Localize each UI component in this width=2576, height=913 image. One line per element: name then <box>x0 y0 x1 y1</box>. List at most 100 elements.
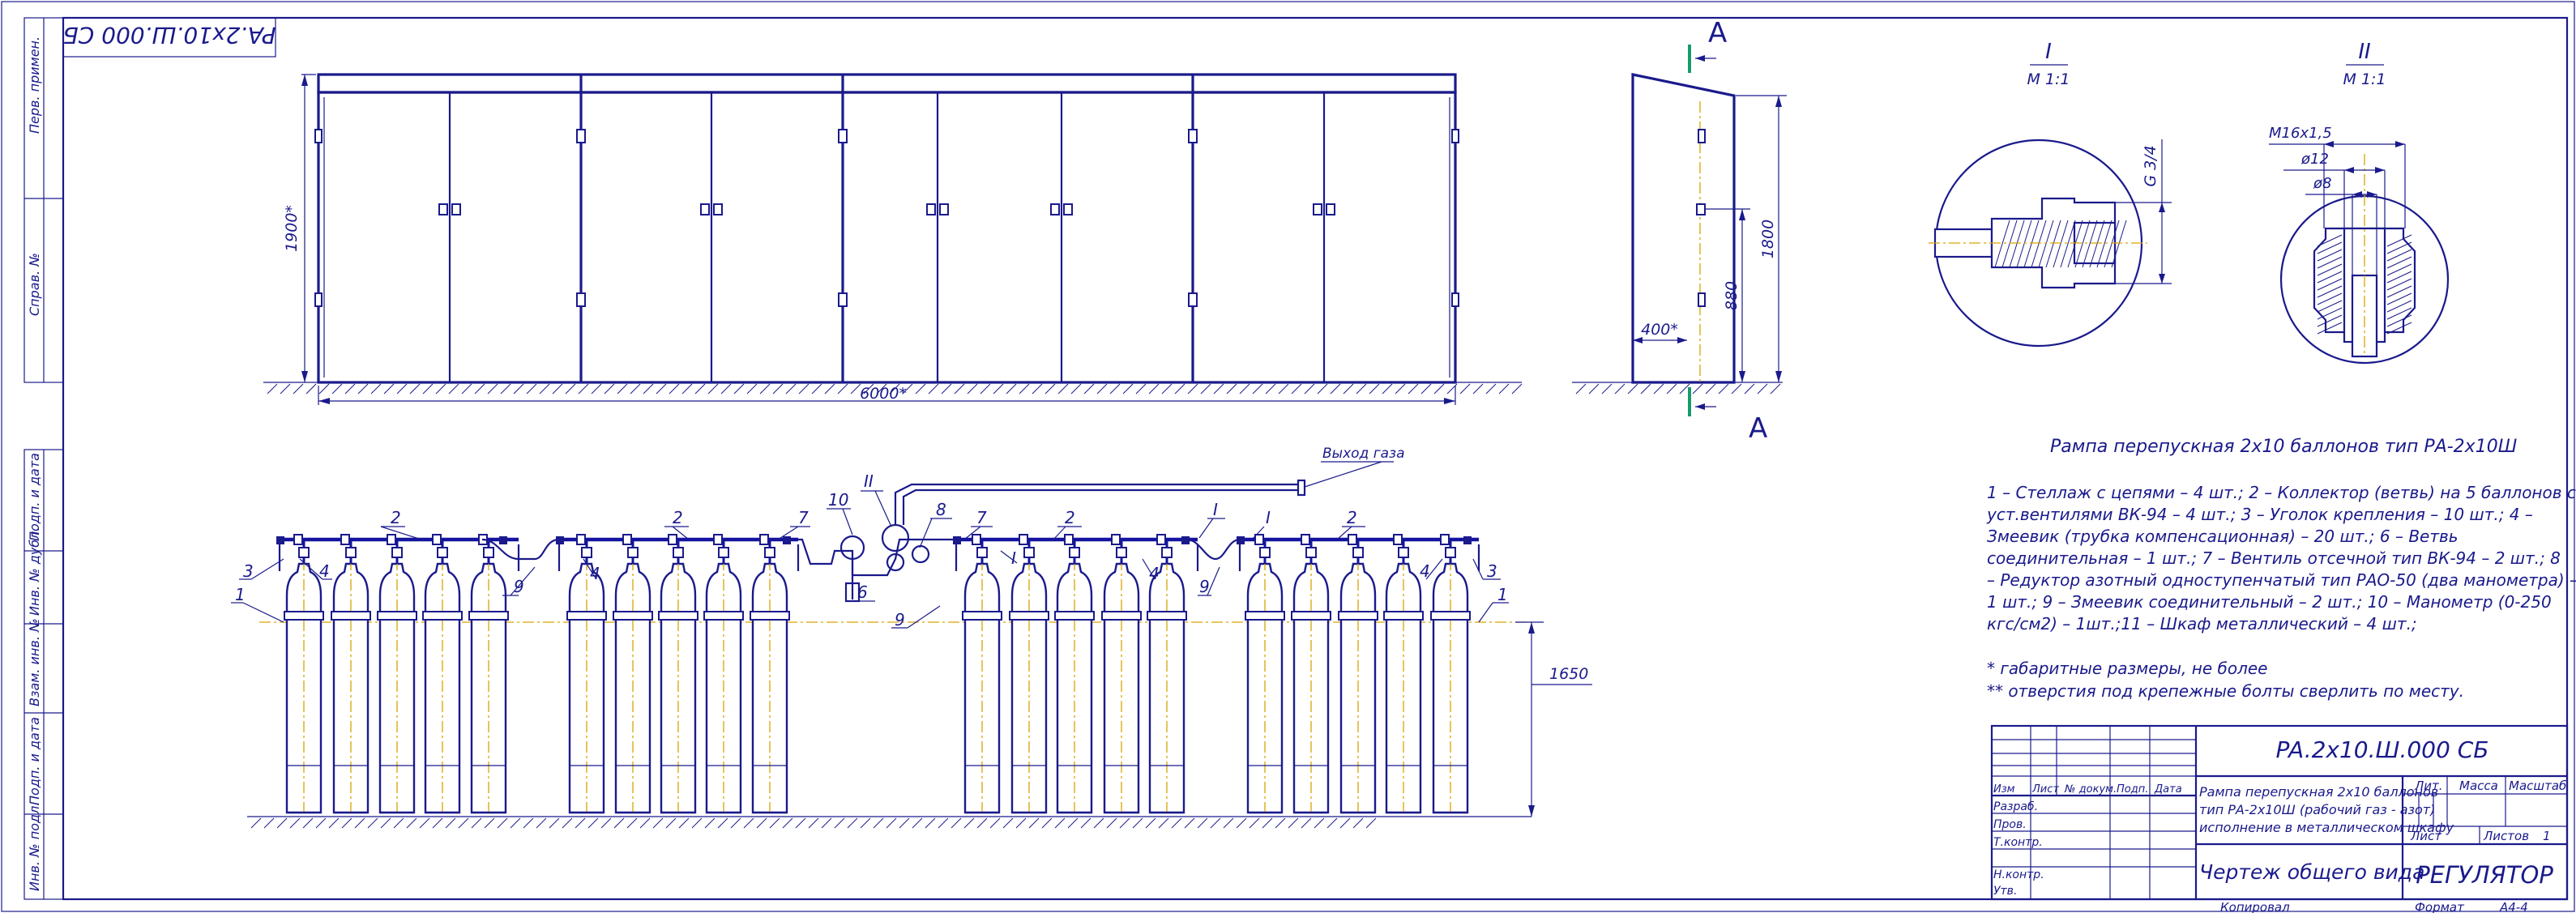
legend-line-5: 1 шт.; 9 – Змеевик соединительный – 2 шт… <box>1987 592 2552 612</box>
legend-line-4: – Редуктор азотный одноступенчатый тип Р… <box>1987 570 2576 590</box>
cylinder-rack: Выход газа 1650 <box>247 446 1592 829</box>
detail-I: I М 1:1 G 3/4 <box>1929 40 2172 348</box>
cylinder-valve <box>1259 547 1271 558</box>
cylinder-valve <box>1305 547 1317 558</box>
tb-head-0: Изм <box>1993 783 2015 796</box>
callout-center-8: 8 <box>936 500 946 519</box>
tb-head-2: № докум. <box>2064 783 2117 796</box>
callout-left-9: 9 <box>514 577 524 596</box>
tb-row-1: Пров. <box>1993 818 2027 831</box>
tb-row-3: Н.контр. <box>1993 868 2044 881</box>
tb-name-2: исполнение в металлическом шкафу <box>2199 820 2454 835</box>
tb-scale: Масштаб <box>2509 779 2566 793</box>
callout-right-Ia: I <box>1011 548 1016 568</box>
stamp-code: PA.2x10.Ш.000 СБ <box>63 22 276 49</box>
legend-line-1: уст.вентилями ВК-94 – 4 шт.; 3 – Уголок … <box>1986 505 2533 524</box>
legend-block: Рампа перепускная 2х10 баллонов тип РА-2… <box>1986 437 2576 701</box>
tb-head-3: Подп. <box>2117 783 2148 796</box>
callout-right-2b: 2 <box>1347 508 1357 527</box>
strip-label-0: Перв. примен. <box>27 36 42 134</box>
callout-right-7: 7 <box>976 508 987 527</box>
callout-left-3: 3 <box>243 561 254 581</box>
title-block: Изм Лист № докум. Подп. Дата Разраб. Про… <box>1990 724 2569 913</box>
detail-II-dim-0: M16x1,5 <box>2269 125 2332 142</box>
callout-center-6: 6 <box>857 582 868 602</box>
tb-head-4: Дата <box>2154 783 2182 796</box>
strip-label-3: Инв. № дубл. <box>27 527 42 616</box>
cylinder-valve <box>673 547 684 558</box>
strip-label-6: Инв. № подл. <box>27 802 42 891</box>
callout-right-2a: 2 <box>1065 508 1075 527</box>
callout-left-1: 1 <box>235 585 246 604</box>
tb-row-0: Разраб. <box>1993 800 2038 813</box>
front-width-dim: 6000* <box>860 385 907 403</box>
tb-sheet: Лист <box>2410 829 2442 843</box>
callout-left-4b: 4 <box>590 564 600 583</box>
cylinder-valve <box>1398 547 1409 558</box>
tb-lit: Лит. <box>2414 779 2443 793</box>
callout-right-3: 3 <box>1487 561 1497 581</box>
section-letter-bottom: A <box>1749 412 1767 445</box>
strip-label-5: Подп. и дата <box>27 717 42 805</box>
callout-left-2a: 2 <box>391 508 401 527</box>
detail-I-roman: I <box>2045 40 2052 64</box>
cylinder-valve <box>581 547 592 558</box>
callouts: 1 3 4 2 9 4 2 7 10 II 8 6 9 7 2 I I I <box>231 471 1509 629</box>
rotated-stamp: PA.2x10.Ш.000 СБ <box>62 17 276 58</box>
detail-II-dim-2: ø8 <box>2313 175 2331 192</box>
side-height-1800: 1800 <box>1759 220 1777 258</box>
callout-right-Ib: I <box>1213 500 1218 519</box>
tb-sheets-val: 1 <box>2543 829 2551 843</box>
side-depth-dim: 400* <box>1641 321 1678 339</box>
cylinder-valve <box>1352 547 1364 558</box>
tb-sheets: Листов <box>2483 829 2529 843</box>
cylinder-valve <box>627 547 639 558</box>
detail-I-scale: М 1:1 <box>2027 70 2070 88</box>
callout-left-7: 7 <box>798 508 809 527</box>
tb-row-2: Т.контр. <box>1993 836 2043 849</box>
cylinder-valve <box>1161 547 1173 558</box>
cabinet-side-view: A A 400* 880 1800 <box>1572 17 1787 445</box>
tb-copied: Копировал <box>2220 900 2290 913</box>
cylinder-valve <box>718 547 729 558</box>
front-floor <box>263 382 1523 395</box>
height-1650-dim: 1650 <box>1549 665 1588 683</box>
callout-right-4b: 4 <box>1420 561 1430 581</box>
callout-right-4a: 4 <box>1149 564 1160 583</box>
tb-format-val: A4-4 <box>2499 900 2528 913</box>
gas-outlet-label: Выход газа <box>1322 446 1405 462</box>
tb-name-0: Рампа перепускная 2х10 баллонов <box>2199 784 2438 800</box>
callout-center-II: II <box>864 471 874 491</box>
tb-doc-kind: Чертеж общего вида <box>2199 860 2424 884</box>
cylinder-valve <box>298 547 310 558</box>
cylinder-valve <box>483 547 494 558</box>
tb-head-1: Лист <box>2031 783 2059 796</box>
cylinder-valve <box>437 547 448 558</box>
callout-left-4a: 4 <box>319 561 330 581</box>
drawing-title: Рампа перепускная 2х10 баллонов тип РА-2… <box>2050 437 2517 457</box>
tb-mass: Масса <box>2459 779 2498 793</box>
detail-II-roman: II <box>2358 40 2370 64</box>
legend-line-0: 1 – Стеллаж с цепями – 4 шт.; 2 – Коллек… <box>1987 483 2576 502</box>
cylinder-valve <box>1023 547 1035 558</box>
side-height-880: 880 <box>1723 281 1741 310</box>
cylinder-valve <box>1445 547 1456 558</box>
legend-line-6: кгс/см2) – 1шт.;11 – Шкаф металлический … <box>1987 614 2417 634</box>
section-letter-top: A <box>1708 17 1727 49</box>
tb-code: PA.2x10.Ш.000 СБ <box>2276 736 2489 763</box>
front-dims: 1900* 6000* <box>283 74 1456 405</box>
detail-II: II М 1:1 M16x1,5 ø12 ø8 <box>2269 40 2450 365</box>
tb-org: РЕГУЛЯТОР <box>2416 861 2553 889</box>
detail-II-scale: М 1:1 <box>2343 70 2386 88</box>
tb-row-4: Утв. <box>1993 885 2017 898</box>
strip-label-4: Взам. инв. № <box>27 618 42 706</box>
cylinder-valve <box>345 547 357 558</box>
note-line-0: * габаритные размеры, не более <box>1987 659 2267 678</box>
legend-line-2: Змеевик (трубка компенсационная) – 20 шт… <box>1987 527 2459 546</box>
legend-line-3: соединительная – 1 шт.; 7 – Вентиль отсе… <box>1987 548 2561 568</box>
tb-name-1: тип РА-2х10Ш (рабочий газ - азот) <box>2199 802 2435 817</box>
cylinder-valve <box>391 547 403 558</box>
front-height-dim: 1900* <box>283 205 301 252</box>
callout-center-9: 9 <box>895 610 905 629</box>
